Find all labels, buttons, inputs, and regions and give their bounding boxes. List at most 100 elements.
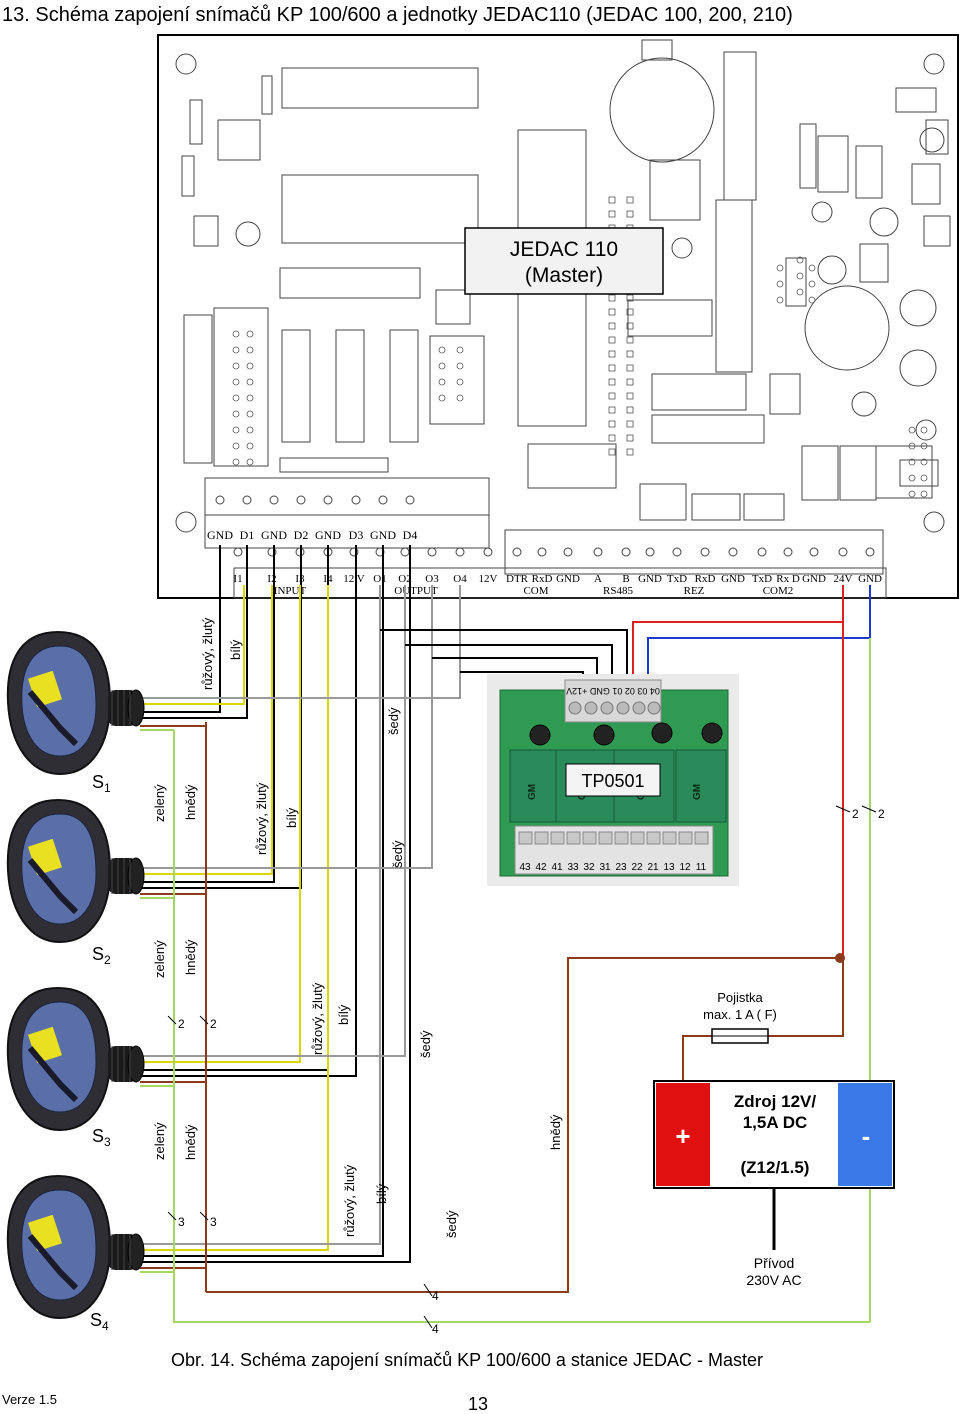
psu-minus: - xyxy=(862,1121,871,1151)
wires xyxy=(140,545,892,1323)
junction-dot xyxy=(835,953,845,963)
lower-pin-15: GND xyxy=(638,573,662,585)
sensor-label-4: S4 xyxy=(90,1310,109,1333)
wire-label-r2-1: hnědý xyxy=(183,784,198,820)
sensor-letter: S xyxy=(92,1126,104,1146)
sensor-4: S4 xyxy=(6,1174,145,1333)
upper-pin-4: GND xyxy=(315,528,341,542)
module-pin-4: 32 xyxy=(583,862,595,873)
wire-label-r3-0: zelený xyxy=(152,940,167,978)
lower-pin-20: Rx D xyxy=(776,573,800,585)
lower-pin-0: I1 xyxy=(233,573,242,585)
sensor-index: 2 xyxy=(104,953,111,967)
wire-label-r1-2: šedý xyxy=(386,707,401,735)
wire-count-right-b: 2 xyxy=(878,807,885,821)
lower-pin-22: 24V xyxy=(834,573,853,585)
fuse: Pojistka max. 1 A ( F) xyxy=(703,990,777,1044)
wire-label-r4-2: růžový, žlutý xyxy=(342,1164,357,1237)
lower-pin-4: 12 V xyxy=(343,573,365,585)
sensor-label-2: S2 xyxy=(92,944,111,967)
sensor-1: S1 xyxy=(6,630,145,795)
lower-pin-10: DTR xyxy=(506,573,529,585)
lower-pin-1: I2 xyxy=(267,573,276,585)
sensor-3: S3 xyxy=(6,986,145,1149)
page-heading: 13. Schéma zapojení snímačů KP 100/600 a… xyxy=(2,4,793,26)
module-pin-1: 42 xyxy=(535,862,547,873)
upper-pin-7: D4 xyxy=(403,528,418,542)
mains-line2: 230V AC xyxy=(746,1272,801,1288)
wire-count-s3-b: 3 xyxy=(210,1215,217,1229)
lower-pin-12: GND xyxy=(556,573,580,585)
tp0501-module: 04 03 02 01 GND +12V GMGMGMGM TP0501 434… xyxy=(487,674,739,886)
board-title: JEDAC 110 xyxy=(510,238,618,261)
wire-label-r3-1: hnědý xyxy=(183,939,198,975)
psu-line3: (Z12/1.5) xyxy=(741,1158,810,1177)
sensor-index: 1 xyxy=(104,781,111,795)
wire-label-r3-4: šedý xyxy=(418,1030,433,1058)
sensor-label-3: S3 xyxy=(92,1126,111,1149)
wire-count-right-a: 2 xyxy=(852,807,859,821)
group-label-5: COM2 xyxy=(763,585,794,597)
wire-label-r3-3: bílý xyxy=(336,1004,351,1025)
module-pin-9: 13 xyxy=(663,862,675,873)
lower-pin-17: RxD xyxy=(695,573,716,585)
version-label: Verze 1.5 xyxy=(2,1392,57,1407)
fuse-label-1: Pojistka xyxy=(717,990,763,1005)
module-pin-11: 11 xyxy=(696,862,707,873)
upper-pin-6: GND xyxy=(370,528,396,542)
module-pin-6: 23 xyxy=(615,862,627,873)
board-subtitle: (Master) xyxy=(525,264,603,287)
lower-pin-8: O4 xyxy=(453,573,467,585)
power-supply: + - Zdroj 12V/ 1,5A DC (Z12/1.5) xyxy=(653,1080,895,1189)
lower-pin-16: TxD xyxy=(667,573,687,585)
page-number: 13 xyxy=(468,1394,488,1414)
upper-pin-3: D2 xyxy=(294,528,309,542)
wire-label-r4-5: hnědý xyxy=(548,1114,563,1150)
relay-mark-3: GM xyxy=(692,784,703,800)
wire-label-r4-4: šedý xyxy=(444,1210,459,1238)
sensor-index: 3 xyxy=(104,1135,111,1149)
lower-pin-21: GND xyxy=(802,573,826,585)
relay-mark-0: GM xyxy=(527,784,538,800)
wire-label-r2-2: růžový, žlutý xyxy=(254,782,269,855)
upper-pin-2: GND xyxy=(261,528,287,542)
lower-pin-18: GND xyxy=(721,573,745,585)
lower-pin-19: TxD xyxy=(752,573,772,585)
lower-pin-6: O2 xyxy=(398,573,411,585)
wire-color-labels: růžový, žlutý bílý šedý zelený hnědý růžový, … xyxy=(152,617,563,1238)
group-label-0: INPUT xyxy=(274,585,307,597)
lower-pin-13: A xyxy=(594,573,602,585)
psu-plus: + xyxy=(675,1121,690,1151)
upper-pin-1: D1 xyxy=(240,528,255,542)
module-pin-10: 12 xyxy=(679,862,691,873)
sensor-index: 4 xyxy=(102,1319,109,1333)
wire-count-ticks xyxy=(167,805,877,1329)
group-label-3: RS485 xyxy=(603,585,633,597)
wire-label-r4-1: hnědý xyxy=(183,1124,198,1160)
mains-line1: Přívod xyxy=(754,1255,794,1271)
fuse-label-2: max. 1 A ( F) xyxy=(703,1007,777,1022)
module-pin-3: 33 xyxy=(567,862,579,873)
wire-label-r2-0: zelený xyxy=(152,784,167,822)
sensor-letter: S xyxy=(90,1310,102,1330)
module-top-pins: 04 03 02 01 GND +12V xyxy=(566,686,660,696)
wire-label-r1-1: bílý xyxy=(228,639,243,660)
sensor-2: S2 xyxy=(6,798,145,967)
wire-label-r3-2: růžový, žlutý xyxy=(310,982,325,1055)
psu-line1: Zdroj 12V/ xyxy=(734,1092,816,1111)
wire-label-r4-0: zelený xyxy=(152,1122,167,1160)
module-label: TP0501 xyxy=(581,771,644,791)
module-pin-0: 43 xyxy=(519,862,531,873)
lower-pin-7: O3 xyxy=(425,573,439,585)
upper-pin-5: D3 xyxy=(349,528,364,542)
module-pin-7: 22 xyxy=(631,862,643,873)
lower-pin-14: B xyxy=(622,573,629,585)
group-label-4: REZ xyxy=(684,585,705,597)
wire-label-r4-3: bílý xyxy=(374,1183,389,1204)
wire-count-s3-a: 3 xyxy=(178,1215,185,1229)
